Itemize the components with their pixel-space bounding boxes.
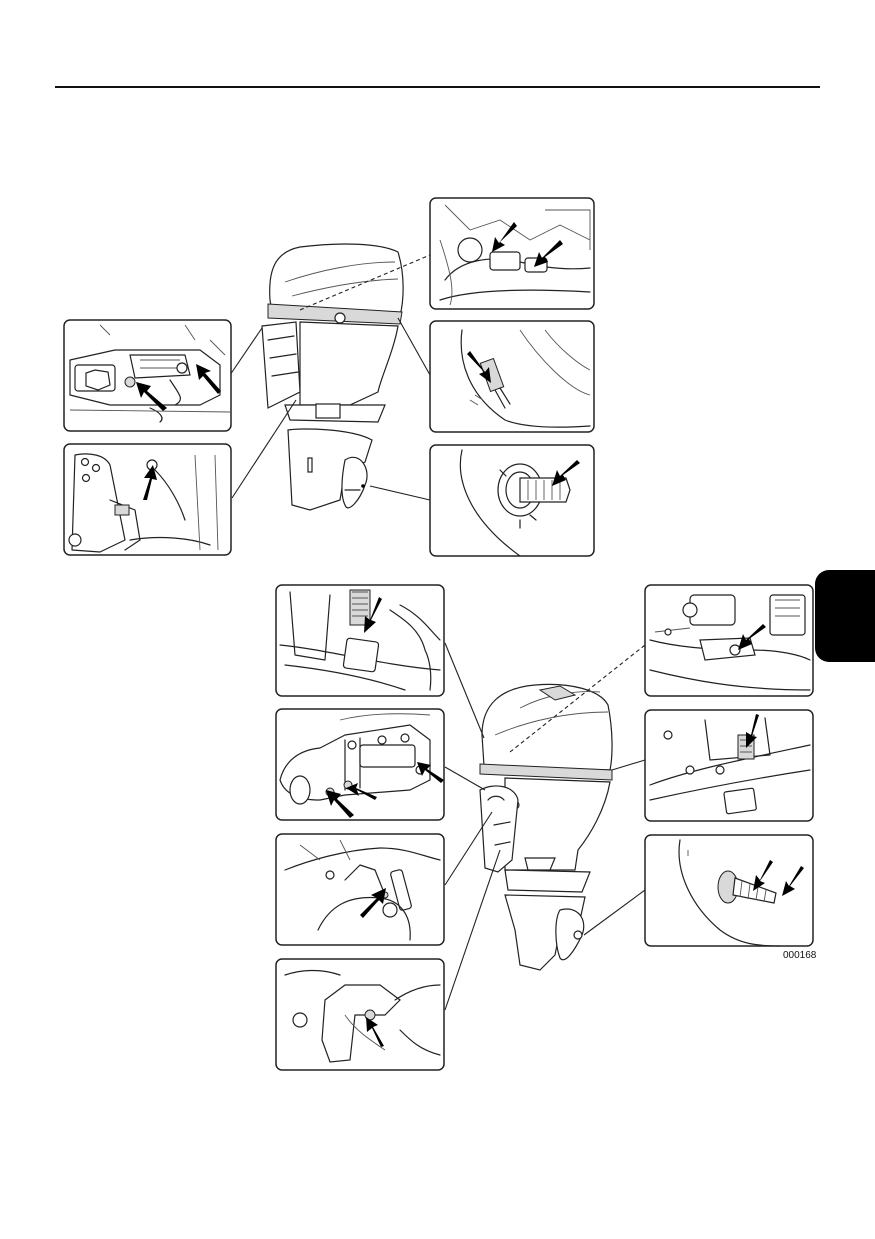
arrow-icon — [738, 624, 766, 650]
upper-leader-lines — [229, 254, 431, 501]
arrow-icon — [782, 866, 804, 896]
arrow-icon — [196, 364, 221, 394]
upper-outboard-motor — [261, 243, 404, 511]
arrow-icon — [746, 714, 759, 748]
arrow-icon — [360, 888, 386, 918]
chapter-tab — [815, 570, 875, 662]
panel-lower-left-4 — [275, 958, 445, 1071]
arrow-icon — [467, 351, 491, 383]
arrow-icon — [552, 460, 580, 486]
panel-upper-top-left — [63, 319, 232, 432]
arrow-icon — [753, 860, 773, 891]
header-rule — [55, 86, 820, 88]
panel-lower-right-1 — [644, 584, 814, 697]
arrow-icon — [136, 382, 167, 411]
panel-lower-left-1 — [275, 584, 445, 697]
panel-upper-mid-right — [429, 320, 595, 433]
arrow-icon — [417, 762, 444, 783]
arrow-icon — [326, 790, 354, 818]
arrow-icon — [143, 465, 157, 500]
lower-leader-lines — [444, 642, 646, 1011]
panel-upper-bottom-right — [429, 444, 595, 557]
arrow-icon — [346, 783, 377, 800]
arrow-icon — [492, 222, 517, 252]
figure-code: 000168 — [783, 950, 817, 961]
panel-upper-top-right — [429, 197, 595, 310]
lower-outboard-motor — [479, 683, 613, 971]
panel-lower-left-3 — [275, 833, 445, 946]
panel-upper-bottom-left — [63, 443, 232, 556]
panel-lower-right-2 — [644, 709, 814, 822]
arrow-icon — [534, 240, 563, 267]
arrow-icon — [364, 597, 382, 633]
arrow-icon — [366, 1017, 384, 1047]
